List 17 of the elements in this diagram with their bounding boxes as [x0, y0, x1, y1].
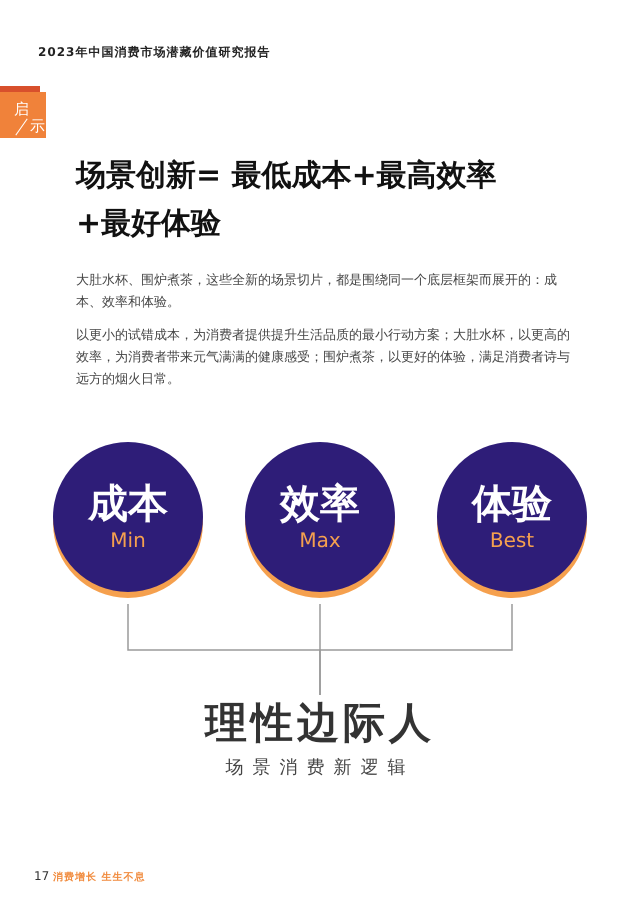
- badge-text: 示: [30, 117, 45, 136]
- node-subtitle: Best: [490, 527, 534, 553]
- paragraph: 以更小的试错成本，为消费者提供提升生活品质的最小行动方案；大肚水杯，以更高的效率，为消费者带来元气满满的健康感受；围炉煮茶，以更好的体验，满足消费者诗与远方的烟火日常。: [76, 327, 571, 389]
- paragraph: 大肚水杯、围炉煮茶，这些全新的场景切片，都是围绕同一个底层框架而展开的：成本、效率和体验。: [76, 272, 558, 312]
- report-title: 2023年中国消费市场潜藏价值研究报告: [38, 44, 270, 61]
- footer-slogan: 消费增长 生生不息: [53, 870, 146, 884]
- heading: 场景创新= 最低成本+最高效率+最好体验: [76, 157, 498, 243]
- page-number: 17: [34, 869, 50, 883]
- node-subtitle: Min: [110, 527, 146, 553]
- badge-text: 启: [14, 100, 29, 119]
- connector-line: [319, 604, 513, 695]
- node-subtitle: Max: [299, 527, 341, 553]
- subtitle: 场景消费新逻辑: [226, 757, 414, 778]
- node-title: 成本: [88, 481, 168, 527]
- node-title: 效率: [280, 481, 360, 527]
- conclusion-text: 理性边际人: [205, 697, 435, 749]
- node-title: 体验: [472, 481, 552, 527]
